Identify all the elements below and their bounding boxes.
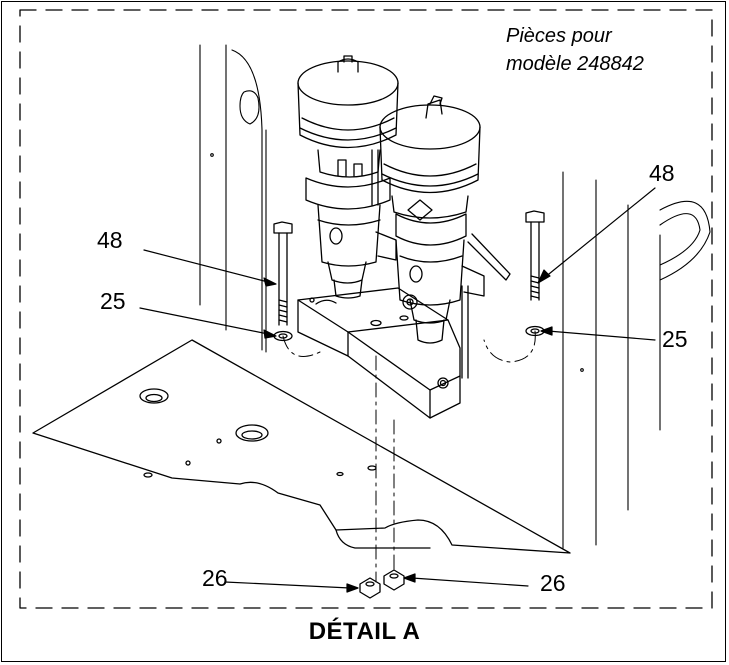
caption-line-1: Pièces pour bbox=[506, 25, 612, 47]
manifold-block bbox=[297, 287, 461, 419]
callout-nut-left: 26 bbox=[202, 565, 228, 591]
cabinet-panel bbox=[199, 44, 711, 549]
callout-washer-left: 25 bbox=[100, 288, 126, 314]
right-valve bbox=[379, 95, 511, 379]
callout-washer-right: 25 bbox=[662, 326, 688, 352]
detail-title: DÉTAIL A bbox=[308, 618, 421, 645]
leader-lines bbox=[139, 187, 656, 593]
caption-line-2: modèle 248842 bbox=[506, 53, 644, 75]
centre-lines bbox=[282, 330, 536, 583]
callout-nut-right: 26 bbox=[540, 570, 566, 596]
callout-bolt-right: 48 bbox=[649, 160, 675, 186]
left-valve bbox=[297, 55, 399, 299]
base-plate bbox=[32, 339, 571, 554]
callout-bolt-left: 48 bbox=[97, 227, 123, 253]
detail-boundary bbox=[19, 9, 713, 609]
fasteners bbox=[273, 210, 545, 599]
